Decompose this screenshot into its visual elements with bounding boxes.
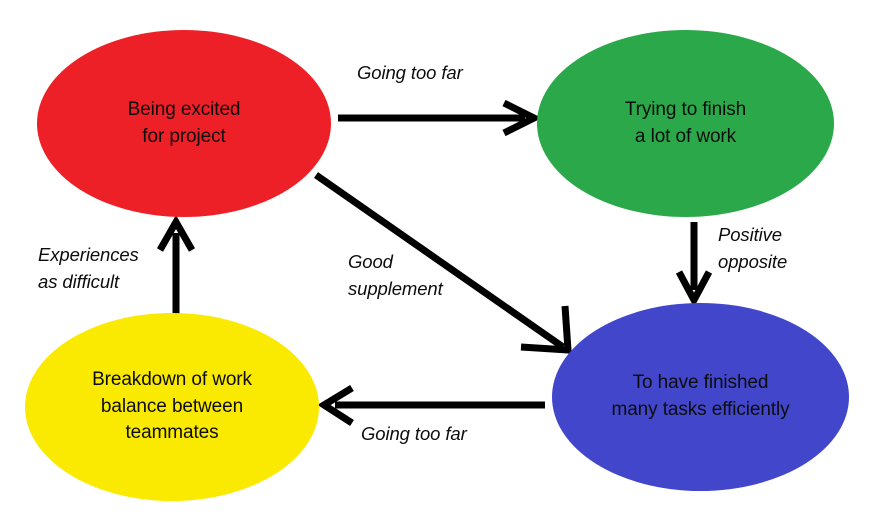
node-to-have-finished-many-tasks-efficiently[interactable]: To have finished many tasks efficiently <box>552 303 849 491</box>
node-label: To have finished many tasks efficiently <box>611 372 790 420</box>
node-label: Breakdown of work balance between teamma… <box>92 368 252 444</box>
arrow-breakdown-to-excited <box>156 214 196 315</box>
node-label: Trying to finish a lot of work <box>624 98 747 147</box>
arrow-finish-to-efficient <box>675 222 713 308</box>
edge-label-efficient-to-breakdown: Going too far <box>361 423 467 444</box>
edge-label-finish-to-efficient: Positive opposite <box>718 224 788 272</box>
node-breakdown-of-work-balance-between-teammates[interactable]: Breakdown of work balance between teamma… <box>25 313 319 501</box>
arrow-excited-to-efficient <box>313 172 572 354</box>
arrow-excited-to-finish <box>338 99 542 137</box>
edge-label-breakdown-to-excited: Experiences as difficult <box>38 244 139 292</box>
edge-label-excited-to-efficient: Good supplement <box>348 251 443 299</box>
node-being-excited-for-project[interactable]: Being excited for project <box>37 30 331 217</box>
edge-label-excited-to-finish: Going too far <box>357 62 463 83</box>
arrow-efficient-to-breakdown <box>317 385 545 426</box>
node-trying-to-finish-a-lot-of-work[interactable]: Trying to finish a lot of work <box>537 30 834 217</box>
node-label: Being excited for project <box>127 98 241 147</box>
